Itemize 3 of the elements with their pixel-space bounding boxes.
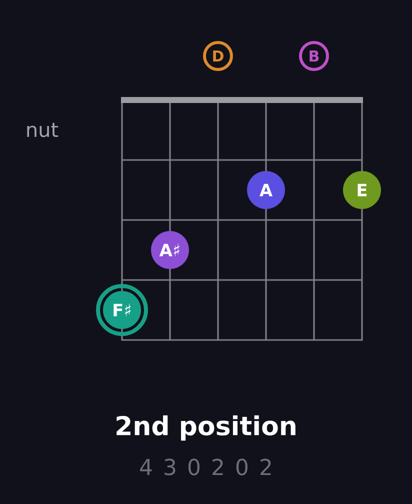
- fingering-numbers: 4 3 0 2 0 2: [140, 458, 271, 476]
- nut-label: nut: [27, 122, 58, 138]
- position-title: 2nd position: [116, 415, 296, 441]
